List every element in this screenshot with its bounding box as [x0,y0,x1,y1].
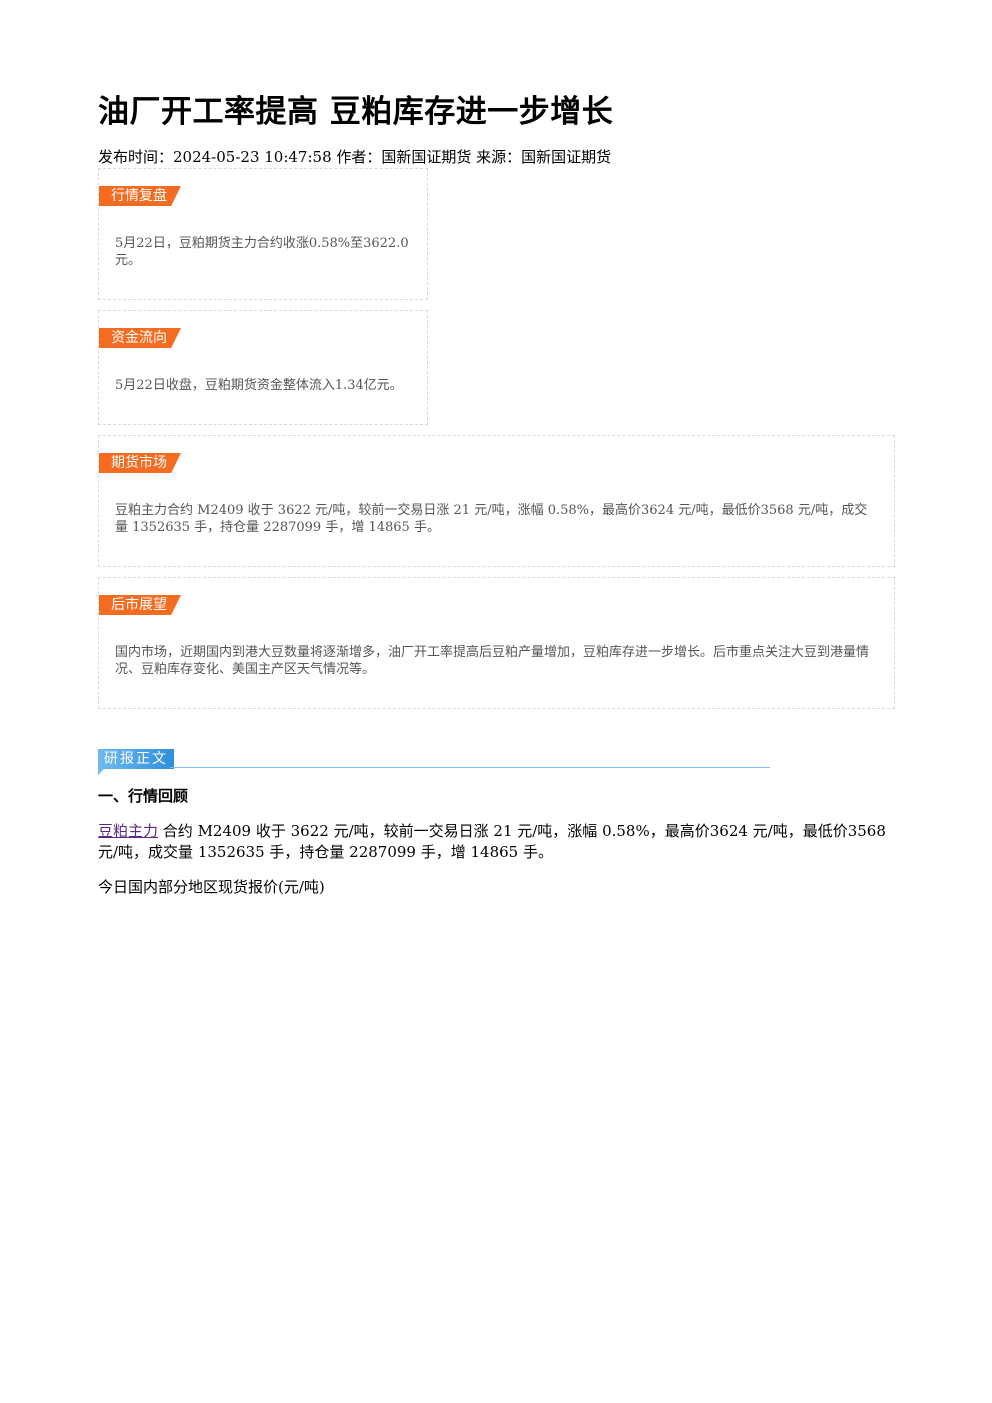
page-title: 油厂开工率提高 豆粕库存进一步增长 [98,94,614,130]
report-divider [170,767,770,768]
summary-text-futures-market: 豆粕主力合约 M2409 收于 3622 元/吨，较前一交易日涨 21 元/吨，… [115,503,868,535]
summary-box-market-review: 行情复盘 5月22日，豆粕期货主力合约收涨0.58%至3622.0元。 [98,168,428,300]
spot-price-caption: 今日国内部分地区现货报价(元/吨) [98,878,325,896]
section-tag-fund-flow: 资金流向 [99,328,181,348]
summary-text-outlook: 国内市场，近期国内到港大豆数量将逐渐增多，油厂开工率提高后豆粕产量增加，豆粕库存… [115,645,870,677]
summary-text-fund-flow: 5月22日收盘，豆粕期货资金整体流入1.34亿元。 [115,378,403,393]
report-tag-notch [98,769,104,775]
summary-text-market-review: 5月22日，豆粕期货主力合约收涨0.58%至3622.0元。 [115,236,409,268]
section-tag-market-review: 行情复盘 [99,186,181,206]
report-body-header: 研报正文 [98,749,770,775]
section-tag-outlook: 后市展望 [99,595,181,615]
report-body-tag: 研报正文 [98,749,174,769]
article-meta: 发布时间：2024-05-23 10:47:58 作者：国新国证期货 来源：国新… [98,148,612,166]
summary-box-fund-flow: 资金流向 5月22日收盘，豆粕期货资金整体流入1.34亿元。 [98,310,428,425]
soymeal-main-link[interactable]: 豆粕主力 [98,822,159,840]
summary-box-futures-market: 期货市场 豆粕主力合约 M2409 收于 3622 元/吨，较前一交易日涨 21… [98,435,895,567]
review-paragraph: 豆粕主力 合约 M2409 收于 3622 元/吨，较前一交易日涨 21 元/吨… [98,821,888,863]
section-tag-futures-market: 期货市场 [99,453,181,473]
review-paragraph-text: 合约 M2409 收于 3622 元/吨，较前一交易日涨 21 元/吨，涨幅 0… [98,822,886,861]
summary-box-outlook: 后市展望 国内市场，近期国内到港大豆数量将逐渐增多，油厂开工率提高后豆粕产量增加… [98,577,895,709]
section-heading-review: 一、行情回顾 [98,787,189,805]
